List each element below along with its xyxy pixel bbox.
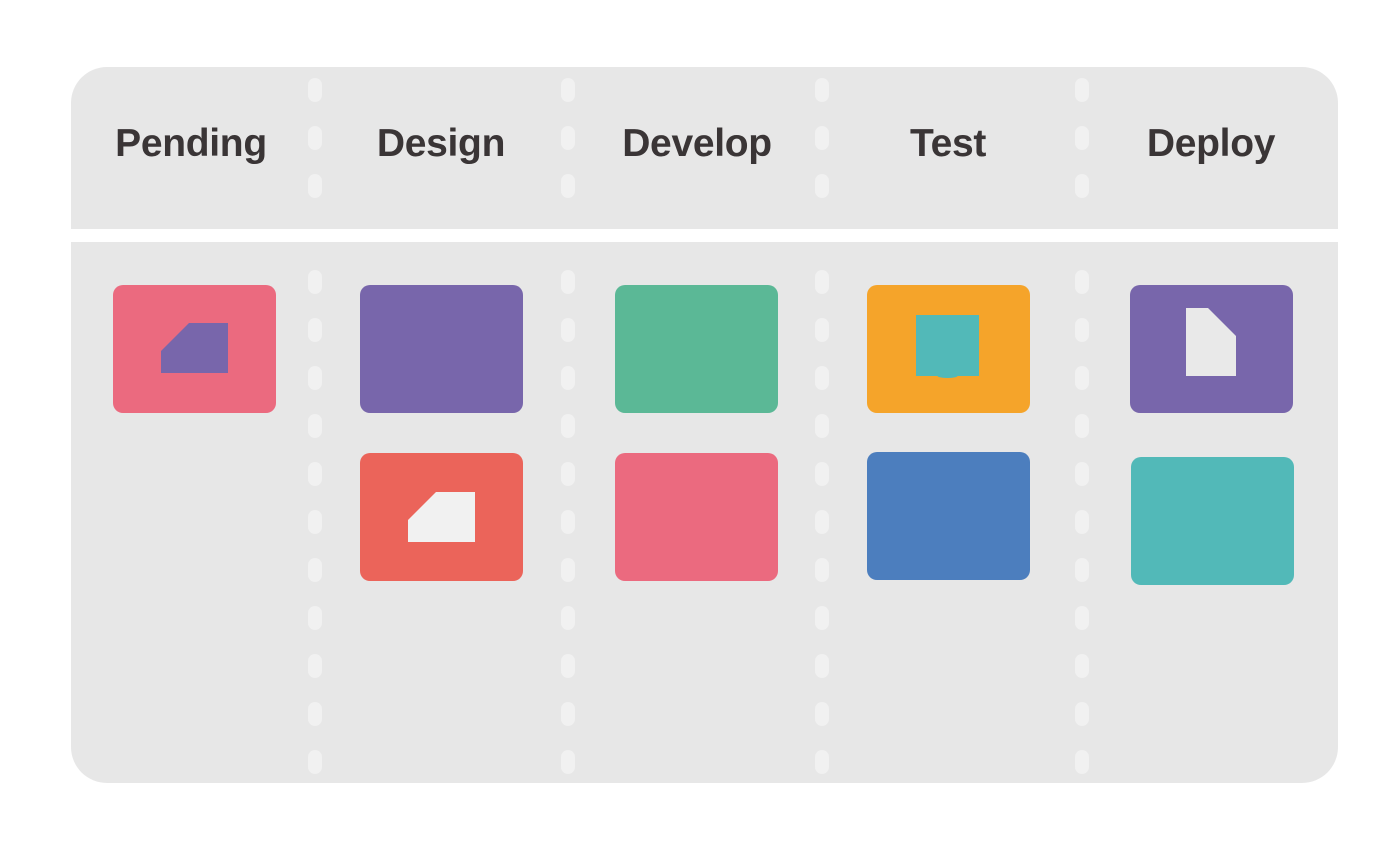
divider-dash [308, 750, 322, 774]
divider-dash [1075, 558, 1089, 582]
divider-dash [1075, 174, 1089, 198]
divider-dash [561, 702, 575, 726]
column-divider-4 [1075, 67, 1089, 783]
divider-dash [815, 78, 829, 102]
document-icon [1186, 308, 1236, 376]
column-divider-3 [815, 67, 829, 783]
divider-dash [561, 606, 575, 630]
divider-dash [815, 414, 829, 438]
divider-dash [308, 654, 322, 678]
divider-dash [308, 366, 322, 390]
divider-dash [308, 126, 322, 150]
divider-dash [815, 702, 829, 726]
card-design-2[interactable] [360, 453, 523, 581]
divider-dash [815, 510, 829, 534]
divider-dash [561, 270, 575, 294]
divider-dash [308, 78, 322, 102]
divider-dash [1075, 654, 1089, 678]
kanban-board: Pending Design Develop Test Deploy [71, 67, 1338, 783]
divider-dash [815, 126, 829, 150]
divider-dash [1075, 270, 1089, 294]
header-divider [71, 229, 1338, 242]
divider-dash [308, 606, 322, 630]
divider-dash [815, 654, 829, 678]
divider-dash [1075, 78, 1089, 102]
divider-dash [1075, 510, 1089, 534]
folder-tab-icon [161, 323, 228, 373]
divider-dash [815, 462, 829, 486]
card-test-1[interactable] [867, 285, 1030, 413]
divider-dash [815, 558, 829, 582]
divider-dash [561, 318, 575, 342]
card-design-1[interactable] [360, 285, 523, 413]
divider-dash [308, 270, 322, 294]
divider-dash [815, 270, 829, 294]
divider-dash [1075, 126, 1089, 150]
divider-dash [308, 510, 322, 534]
divider-dash [1075, 366, 1089, 390]
card-deploy-1[interactable] [1130, 285, 1293, 413]
divider-dash [815, 366, 829, 390]
folder-tab-icon [408, 492, 475, 542]
column-title-design: Design [376, 122, 506, 165]
divider-dash [815, 174, 829, 198]
divider-dash [1075, 414, 1089, 438]
divider-dash [561, 750, 575, 774]
divider-dash [561, 510, 575, 534]
divider-dash [815, 606, 829, 630]
divider-dash [308, 414, 322, 438]
divider-dash [308, 462, 322, 486]
column-title-develop: Develop [622, 122, 772, 165]
column-divider-2 [561, 67, 575, 783]
divider-dash [561, 126, 575, 150]
divider-dash [1075, 750, 1089, 774]
column-title-pending: Pending [115, 122, 267, 165]
divider-dash [561, 462, 575, 486]
card-develop-2[interactable] [615, 453, 778, 581]
divider-dash [561, 654, 575, 678]
divider-dash [1075, 318, 1089, 342]
card-deploy-2[interactable] [1131, 457, 1294, 585]
divider-dash [815, 318, 829, 342]
divider-dash [561, 366, 575, 390]
card-pending-1[interactable] [113, 285, 276, 413]
square-icon [916, 315, 979, 378]
divider-dash [1075, 702, 1089, 726]
divider-dash [308, 318, 322, 342]
card-test-2[interactable] [867, 452, 1030, 580]
column-title-deploy: Deploy [1146, 122, 1276, 165]
column-title-test: Test [909, 122, 987, 165]
divider-dash [561, 414, 575, 438]
divider-dash [308, 174, 322, 198]
divider-dash [1075, 462, 1089, 486]
divider-dash [815, 750, 829, 774]
divider-dash [1075, 606, 1089, 630]
card-develop-1[interactable] [615, 285, 778, 413]
divider-dash [561, 78, 575, 102]
divider-dash [308, 558, 322, 582]
divider-dash [308, 702, 322, 726]
divider-dash [561, 174, 575, 198]
column-divider-1 [308, 67, 322, 783]
divider-dash [561, 558, 575, 582]
